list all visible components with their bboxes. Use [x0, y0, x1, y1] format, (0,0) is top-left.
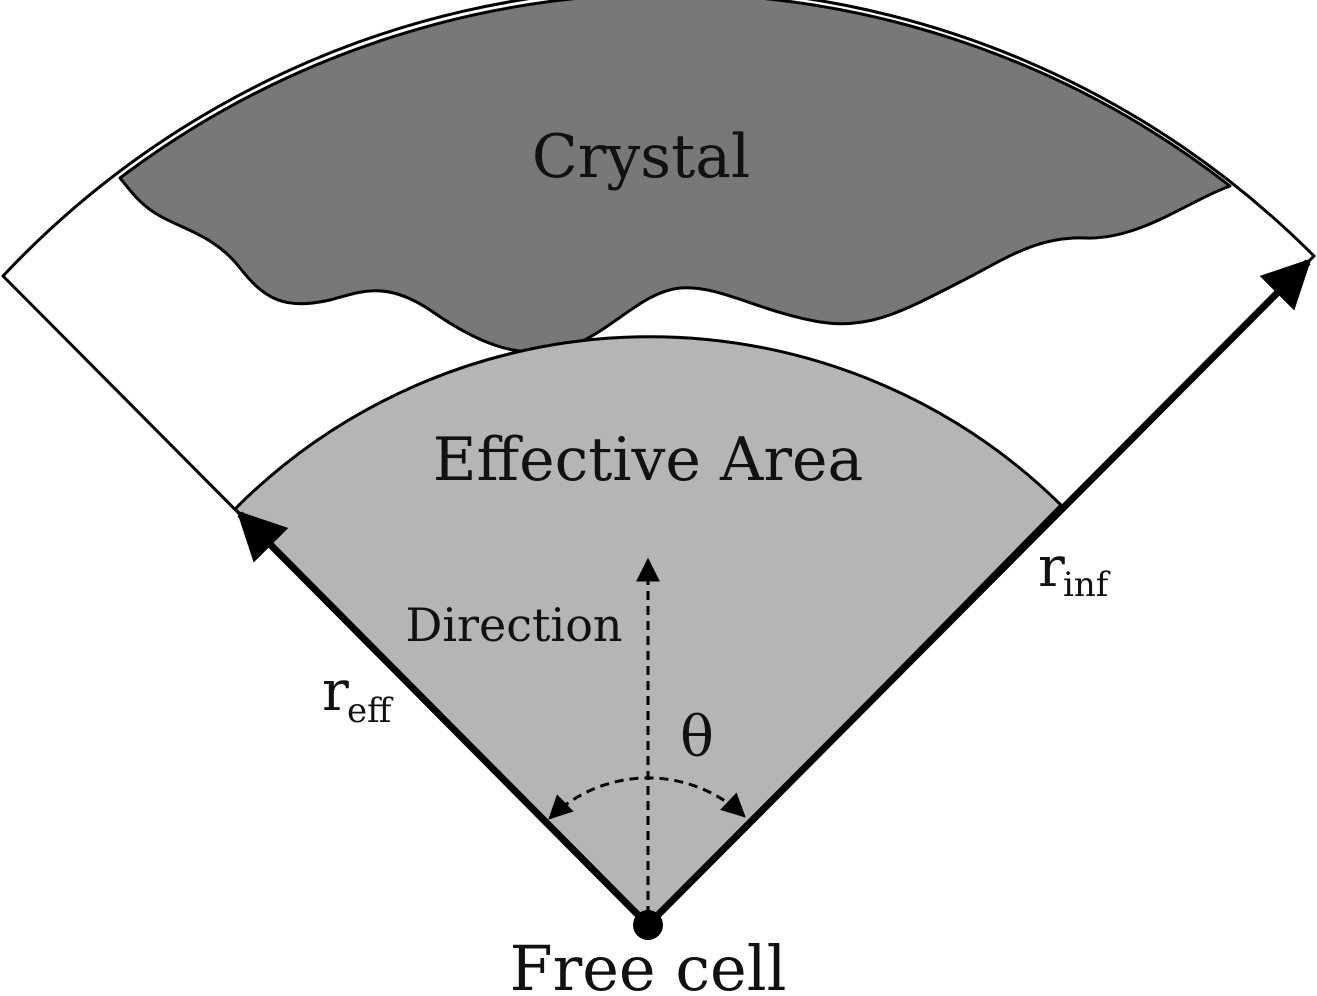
r-eff-arrow — [236, 510, 651, 928]
r-eff-label: r eff — [322, 659, 394, 731]
r-inf-label-sub: inf — [1063, 565, 1111, 605]
effective-area-label: Effective Area — [433, 425, 864, 495]
r-inf-arrow — [645, 258, 1312, 928]
crystal-region — [118, 0, 1232, 354]
theta-label: θ — [680, 705, 714, 770]
free-cell-point — [633, 910, 663, 940]
free-cell-label: Free cell — [510, 932, 787, 996]
r-inf-label-main: r — [1038, 535, 1065, 600]
r-eff-label-main: r — [322, 659, 349, 724]
r-inf-label: r inf — [1038, 535, 1111, 605]
direction-label: Direction — [405, 598, 622, 652]
r-eff-label-sub: eff — [347, 691, 394, 731]
theta-arc — [548, 776, 746, 820]
crystal-label: Crystal — [532, 122, 750, 192]
effective-area-sector — [233, 335, 1063, 927]
